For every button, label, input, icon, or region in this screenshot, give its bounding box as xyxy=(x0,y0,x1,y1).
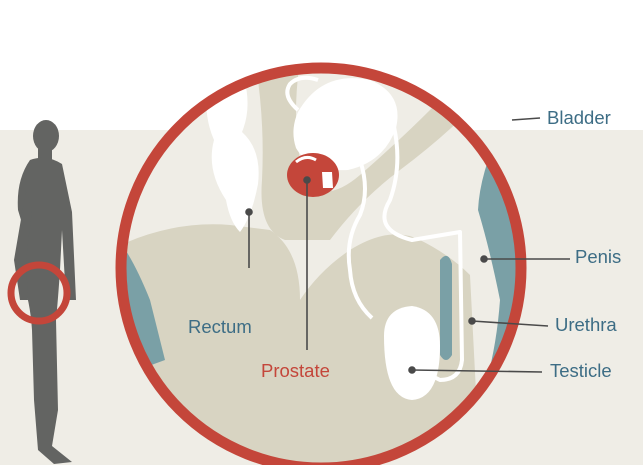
urethra-label: Urethra xyxy=(555,316,617,335)
testicle-label: Testicle xyxy=(550,362,612,381)
rectum-label: Rectum xyxy=(188,318,252,337)
penis-label: Penis xyxy=(575,248,621,267)
bladder-label: Bladder xyxy=(547,109,611,128)
testicle-shape xyxy=(384,306,440,400)
prostate-label: Prostate xyxy=(261,362,330,381)
